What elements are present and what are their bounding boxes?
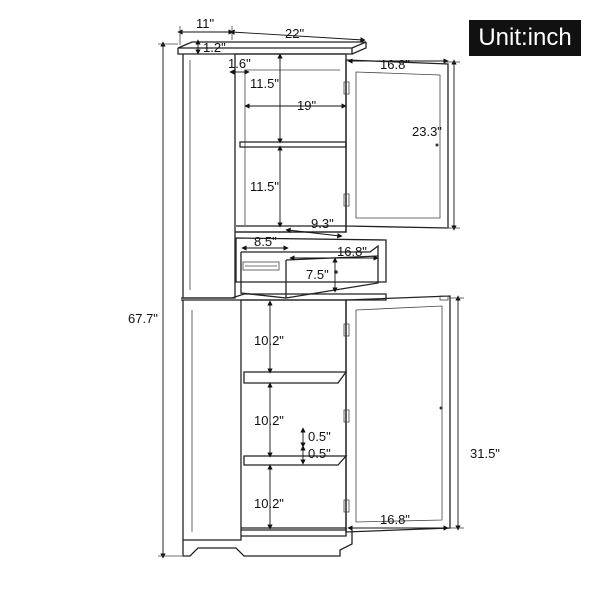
label-lower-shelf-2: 10.2" bbox=[254, 413, 284, 428]
label-upper-shelf-bottom: 11.5" bbox=[250, 179, 279, 194]
label-inner-width: 19" bbox=[297, 98, 316, 113]
label-drawer-depth: 9.3" bbox=[311, 216, 334, 231]
label-shelf-thick-1: 0.5" bbox=[308, 429, 331, 444]
label-crown: 1.2" bbox=[203, 40, 226, 55]
cabinet-body bbox=[177, 41, 451, 557]
unit-badge: Unit:inch bbox=[469, 20, 581, 56]
label-drawer-side: 8.5" bbox=[254, 234, 277, 249]
label-lower-shelf-1: 10.2" bbox=[254, 333, 284, 348]
label-shelf-thick-2: 0.5" bbox=[308, 446, 331, 461]
label-lower-shelf-3: 10.2" bbox=[254, 496, 284, 511]
label-drawer-height: 7.5" bbox=[306, 267, 329, 282]
label-lower-door-height: 31.5" bbox=[470, 446, 500, 461]
label-side: 1.6" bbox=[228, 56, 251, 71]
label-upper-shelf-top: 11.5" bbox=[250, 76, 279, 91]
label-width: 22" bbox=[285, 26, 304, 41]
label-total-height: 67.7" bbox=[128, 311, 158, 326]
label-upper-door-width: 16.8" bbox=[380, 57, 410, 72]
label-depth: 11" bbox=[196, 16, 214, 31]
dimension-labels: 11" 22" 1.2" 1.6" 11.5" 19" 11.5" 16.8" … bbox=[128, 16, 500, 527]
label-upper-door-height: 23.3" bbox=[412, 124, 442, 139]
dimension-lines bbox=[158, 26, 464, 559]
label-lower-door-width: 16.8" bbox=[380, 512, 410, 527]
label-drawer-width: 16.8" bbox=[337, 244, 367, 259]
